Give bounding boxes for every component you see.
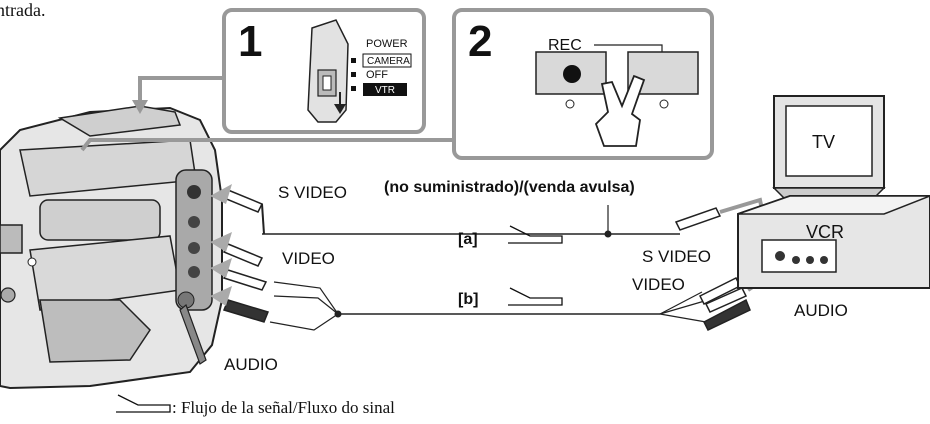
camera-plugs: [210, 184, 270, 323]
step2-number: 2: [468, 17, 492, 66]
step1-box: 1 POWER CAMERA OFF VTR: [222, 8, 426, 134]
camera-s-video-label: S VIDEO: [278, 183, 347, 202]
vcr-s-video-label: S VIDEO: [642, 247, 711, 266]
camera-video-label: VIDEO: [282, 249, 335, 268]
camera-audio-label: AUDIO: [224, 355, 278, 374]
legend-text: : Flujo de la señal/Fluxo do sinal: [172, 398, 395, 417]
rec-label: REC: [548, 37, 582, 54]
power-label: POWER: [366, 38, 408, 50]
vcr: VCR: [737, 195, 930, 289]
step1-pointer: [138, 76, 225, 105]
cable-note: (no suministrado)/(venda avulsa): [384, 179, 635, 196]
camera-label: CAMERA: [367, 56, 410, 67]
vtr-label: VTR: [375, 85, 395, 96]
camcorder: [0, 105, 223, 390]
signal-arrow-icon-b: [508, 287, 563, 306]
signal-arrow-icon-a: [508, 225, 563, 244]
vcr-label: VCR: [806, 222, 844, 242]
legend-arrow-icon: [116, 394, 171, 413]
cable-b-label: [b]: [458, 291, 478, 308]
vcr-audio-label: AUDIO: [794, 301, 848, 320]
hand-icon: [594, 74, 646, 147]
cable-a-label: [a]: [458, 231, 478, 248]
off-label: OFF: [366, 69, 388, 81]
step2-box: 2 REC: [452, 8, 714, 160]
step1-number: 1: [238, 17, 262, 66]
top-text: ntrada.: [0, 0, 45, 20]
tv: TV: [772, 95, 886, 201]
vcr-video-label: VIDEO: [632, 275, 685, 294]
tv-label: TV: [812, 132, 835, 152]
step2-pointer: [80, 138, 455, 152]
cables: [262, 205, 709, 331]
legend: : Flujo de la señal/Fluxo do sinal: [116, 394, 395, 417]
